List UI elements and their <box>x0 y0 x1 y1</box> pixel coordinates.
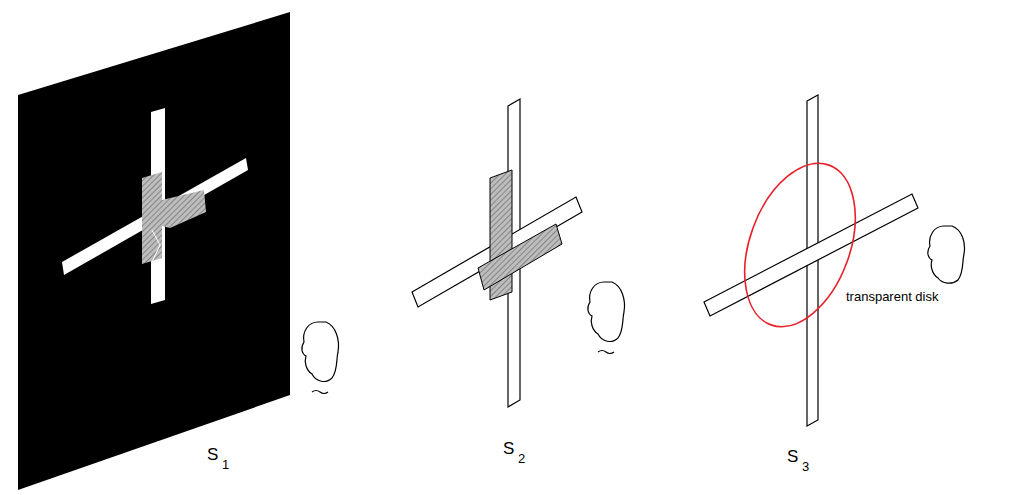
viewer-mouth <box>598 351 614 354</box>
scene-subscript: 3 <box>802 460 809 473</box>
horizontal-bar <box>62 158 248 275</box>
viewer-mouth <box>312 391 328 394</box>
scene-subscript: 1 <box>222 458 229 471</box>
transparent-disk <box>724 148 876 342</box>
viewer-head <box>588 282 625 341</box>
scene-letter: S <box>787 448 798 465</box>
edge-line <box>152 230 160 262</box>
callout-text: transparent disk <box>846 290 939 303</box>
viewer-head <box>302 322 339 381</box>
black-screen <box>18 12 290 490</box>
hatched-region <box>142 172 162 264</box>
scene-letter: S <box>503 440 514 457</box>
hatched-region <box>162 190 206 228</box>
scene-letter: S <box>207 446 218 463</box>
scene-subscript: 2 <box>518 452 525 465</box>
hatched-region <box>478 224 562 290</box>
viewer-head <box>928 226 965 283</box>
